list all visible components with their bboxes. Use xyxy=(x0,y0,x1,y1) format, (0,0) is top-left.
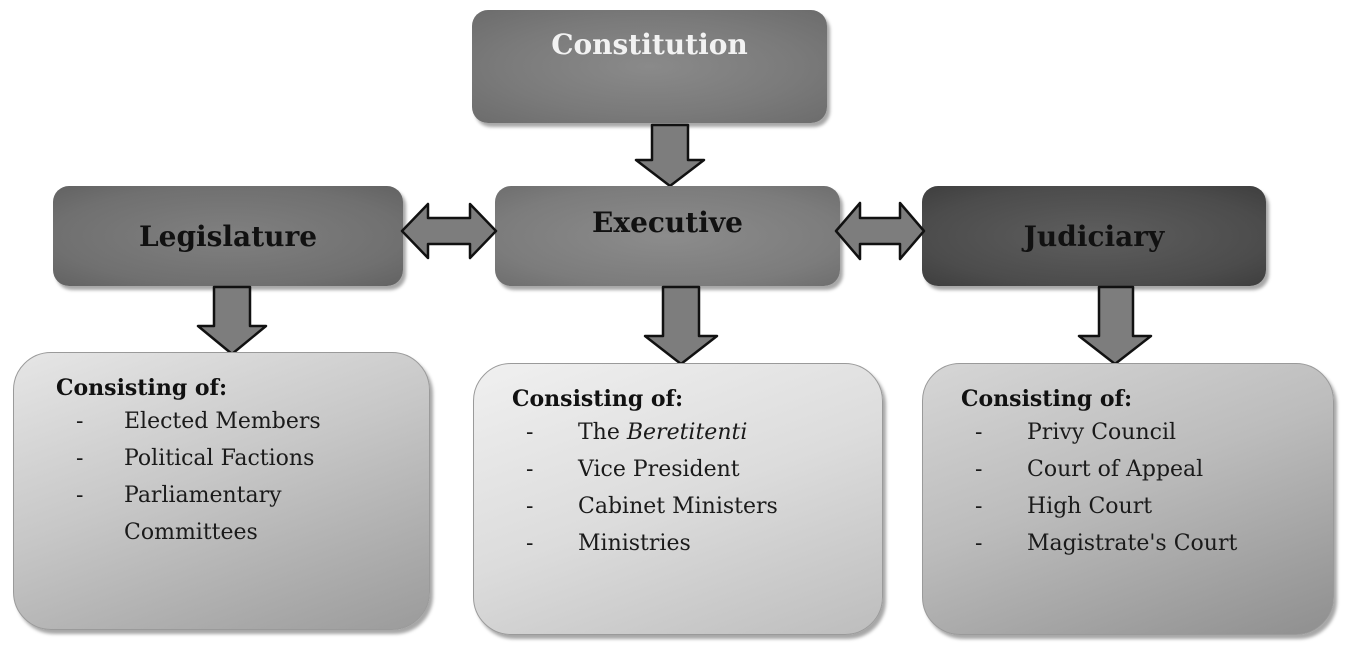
double-arrow-icon xyxy=(400,202,498,260)
bullet-dash: - xyxy=(975,457,983,482)
list-item: -Court of Appeal xyxy=(923,451,1333,488)
down-arrow-icon xyxy=(643,285,719,366)
constitution-label: Constitution xyxy=(551,28,748,61)
member-list: -Privy Council -Court of Appeal -High Co… xyxy=(923,414,1333,562)
list-item: -Ministries xyxy=(474,525,882,562)
member-list: -Elected Members -Political Factions -Pa… xyxy=(14,403,429,551)
panel-title: Consisting of: xyxy=(56,375,228,401)
list-item: -Political Factions xyxy=(14,440,429,477)
down-arrow-icon xyxy=(196,285,268,356)
bullet-dash: - xyxy=(526,494,534,519)
judiciary-label: Judiciary xyxy=(1023,219,1165,253)
list-item: -Parliamentary xyxy=(14,477,429,514)
list-item-continuation: Committees xyxy=(124,520,258,545)
member-list: -The Beretitenti -Vice President -Cabine… xyxy=(474,414,882,562)
judiciary-panel: Consisting of: -Privy Council -Court of … xyxy=(922,363,1334,635)
bullet-dash: - xyxy=(975,531,983,556)
list-item: -Privy Council xyxy=(923,414,1333,451)
bullet-dash: - xyxy=(975,420,983,445)
bullet-dash: - xyxy=(76,483,84,508)
down-arrow-icon xyxy=(634,123,706,188)
bullet-dash: - xyxy=(975,494,983,519)
panel-title: Consisting of: xyxy=(512,386,684,412)
executive-box: Executive xyxy=(495,186,840,286)
judiciary-box: Judiciary xyxy=(922,186,1266,286)
legislature-panel: Consisting of: -Elected Members -Politic… xyxy=(13,352,430,630)
bullet-dash: - xyxy=(526,457,534,482)
list-item: -Magistrate's Court xyxy=(923,525,1333,562)
double-arrow-icon xyxy=(834,201,926,261)
down-arrow-icon xyxy=(1077,285,1153,366)
legislature-box: Legislature xyxy=(53,186,403,286)
bullet-dash: - xyxy=(526,531,534,556)
bullet-dash: - xyxy=(526,420,534,445)
list-item: -Vice President xyxy=(474,451,882,488)
list-item: -Cabinet Ministers xyxy=(474,488,882,525)
executive-panel: Consisting of: -The Beretitenti -Vice Pr… xyxy=(473,363,883,635)
legislature-label: Legislature xyxy=(138,219,318,253)
panel-title: Consisting of: xyxy=(961,386,1133,412)
list-item: -The Beretitenti xyxy=(474,414,882,451)
list-item: -High Court xyxy=(923,488,1333,525)
bullet-dash: - xyxy=(76,446,84,471)
executive-label: Executive xyxy=(592,205,743,239)
list-item: -Elected Members xyxy=(14,403,429,440)
constitution-box: Constitution xyxy=(472,10,827,123)
bullet-dash: - xyxy=(76,409,84,434)
